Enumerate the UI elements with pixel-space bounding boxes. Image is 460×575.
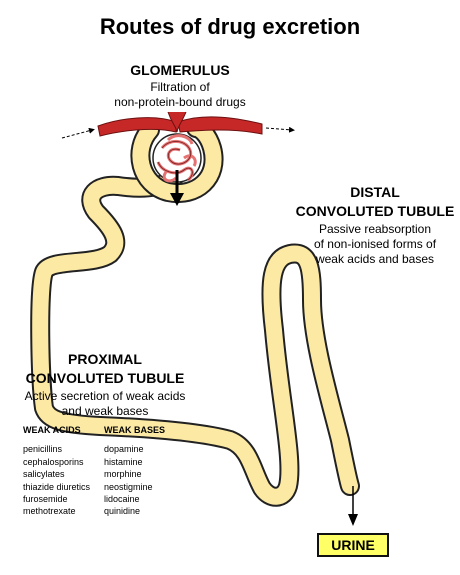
proximal-title-line: PROXIMAL — [68, 351, 142, 367]
urine-label: URINE — [317, 533, 389, 557]
blood-flow-arrows — [61, 126, 295, 139]
weak-acids-heading: WEAK ACIDS — [23, 425, 81, 435]
list-item: dopamine — [104, 444, 144, 455]
list-item: morphine — [104, 469, 142, 480]
distal-desc-line: weak acids and bases — [315, 252, 435, 266]
list-item: neostigmine — [104, 481, 153, 492]
list-item: methotrexate — [23, 506, 76, 517]
glomerulus-desc-line: Filtration of — [150, 80, 210, 94]
distal-desc-line: Passive reabsorption — [318, 222, 432, 236]
diagram-title: Routes of drug excretion — [99, 14, 361, 39]
list-item: histamine — [104, 456, 143, 467]
tubule-fill — [32, 162, 358, 505]
list-item: salicylates — [23, 469, 65, 480]
proximal-tubule-description: Active secretion of weak acids and weak … — [5, 389, 205, 419]
proximal-title-line: CONVOLUTED TUBULE — [25, 370, 185, 386]
capillary-tuft-outline — [157, 141, 193, 181]
weak-bases-list: WEAK BASES dopamine histamine morphine n… — [104, 424, 165, 518]
distal-title-line: DISTAL — [350, 184, 400, 200]
proximal-tubule-title: PROXIMAL CONVOLUTED TUBULE — [5, 350, 205, 388]
weak-bases-heading: WEAK BASES — [104, 425, 166, 435]
list-item: penicillins — [23, 444, 63, 455]
filtration-arrow — [170, 170, 184, 206]
list-item: lidocaine — [104, 494, 140, 505]
distal-title-line: CONVOLUTED TUBULE — [295, 203, 455, 219]
weak-acids-list: WEAK ACIDS penicillins cephalosporins sa… — [23, 424, 90, 518]
urine-arrow — [348, 486, 358, 526]
distal-desc-line: of non-ionised forms of — [313, 237, 437, 251]
glomerulus-desc-line: non-protein-bound drugs — [114, 95, 246, 109]
list-item: cephalosporins — [23, 456, 84, 467]
proximal-desc-line: and weak bases — [61, 404, 149, 418]
arterioles — [97, 111, 263, 137]
list-item: quinidine — [104, 506, 141, 517]
distal-tubule-description: Passive reabsorption of non-ionised form… — [285, 222, 460, 267]
list-item: furosemide — [23, 494, 68, 505]
glomerulus-title: GLOMERULUS — [130, 62, 230, 78]
list-item: thiazide diuretics — [23, 481, 91, 492]
proximal-desc-line: Active secretion of weak acids — [24, 389, 186, 403]
glomerulus-description: Filtration of non-protein-bound drugs — [85, 80, 275, 110]
distal-tubule-title: DISTAL CONVOLUTED TUBULE — [290, 183, 460, 221]
